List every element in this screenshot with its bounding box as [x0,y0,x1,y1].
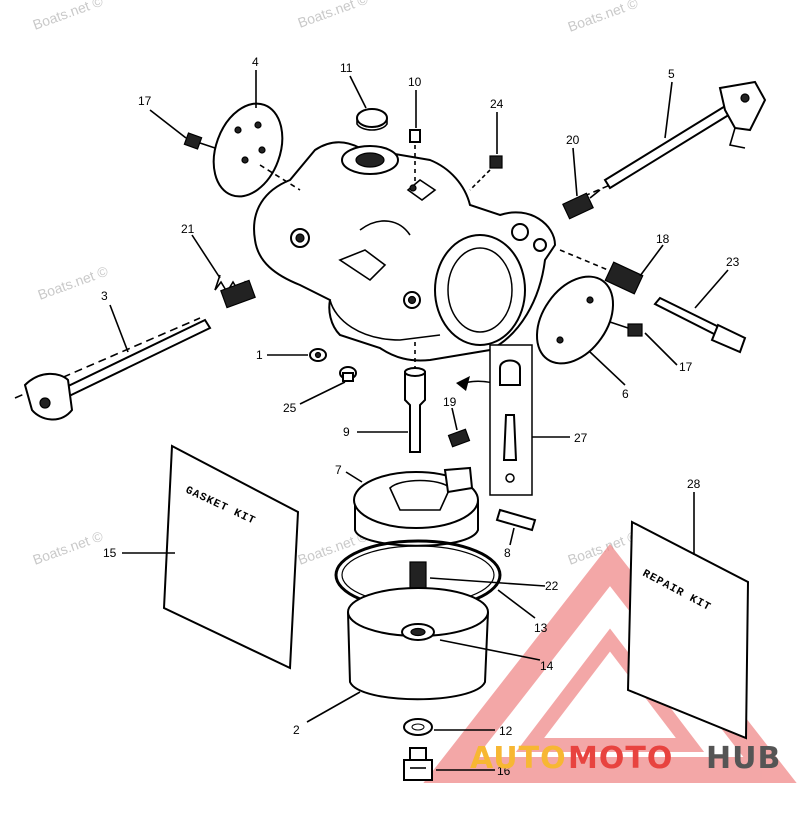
spring-20 [562,189,601,220]
choke-shaft-5 [574,80,767,201]
label-11: 11 [340,61,353,75]
label-14: 14 [540,659,554,673]
needle-23 [653,296,747,354]
jet-10 [409,129,421,185]
label-2: 2 [293,723,300,737]
label-27: 27 [574,431,588,445]
label-5: 5 [668,67,675,81]
plate-4 [212,102,301,198]
plug-11 [356,108,388,131]
drain-screw-16 [403,747,433,781]
nozzle-9 [404,342,426,453]
screw-17-left [183,132,216,150]
label-21: 21 [181,222,195,236]
label-6: 6 [622,387,629,401]
label-25: 25 [283,401,297,415]
throttle-shaft-3 [14,317,212,421]
label-17-right: 17 [679,360,693,374]
label-19: 19 [443,395,457,409]
callout-labels: 1 2 3 4 5 6 7 8 9 10 11 12 13 14 15 16 1… [101,55,740,778]
label-28: 28 [687,477,701,491]
carburetor-body [253,141,557,362]
needle-valve-27 [489,344,533,496]
washer-1 [309,348,327,362]
leader-lines [109,70,729,771]
brand-auto: AUTO [470,741,567,776]
label-22: 22 [545,579,559,593]
label-10: 10 [408,75,422,89]
spring-21 [214,274,256,309]
label-8: 8 [504,546,511,560]
watermark-5: Boats.net © [31,527,106,567]
watermark-2: Boats.net © [296,0,371,31]
label-20: 20 [566,133,580,147]
watermark-4: Boats.net © [36,262,111,302]
spring-18 [559,249,644,295]
label-17-left: 17 [138,94,152,108]
screw-25 [339,366,357,382]
label-3: 3 [101,289,108,303]
label-13: 13 [534,621,548,635]
label-9: 9 [343,425,350,439]
screw-17-right [609,321,643,337]
repair-kit-card: REPAIR KIT [626,520,750,740]
float-7 [353,466,479,547]
float-bowl-2 [347,587,489,701]
label-24: 24 [490,97,504,111]
brand-moto: MOTO [568,741,673,776]
screw-24 [469,155,503,191]
watermark-1: Boats.net © [31,0,106,33]
label-12: 12 [499,724,513,738]
label-4: 4 [252,55,259,69]
label-7: 7 [335,463,342,477]
watermark-3: Boats.net © [566,0,641,35]
plate-6 [535,275,615,365]
brand-wordmark: AUTO MOTO HUB [470,741,781,776]
washer-12 [403,718,433,736]
spring-19 [447,428,471,448]
gasket-kit-card: GASKET KIT [162,444,300,670]
label-1: 1 [256,348,263,362]
pin-8 [495,508,537,532]
label-16: 16 [497,764,511,778]
brand-hub: HUB [706,741,781,776]
label-18: 18 [656,232,670,246]
label-15: 15 [103,546,117,560]
label-23: 23 [726,255,740,269]
